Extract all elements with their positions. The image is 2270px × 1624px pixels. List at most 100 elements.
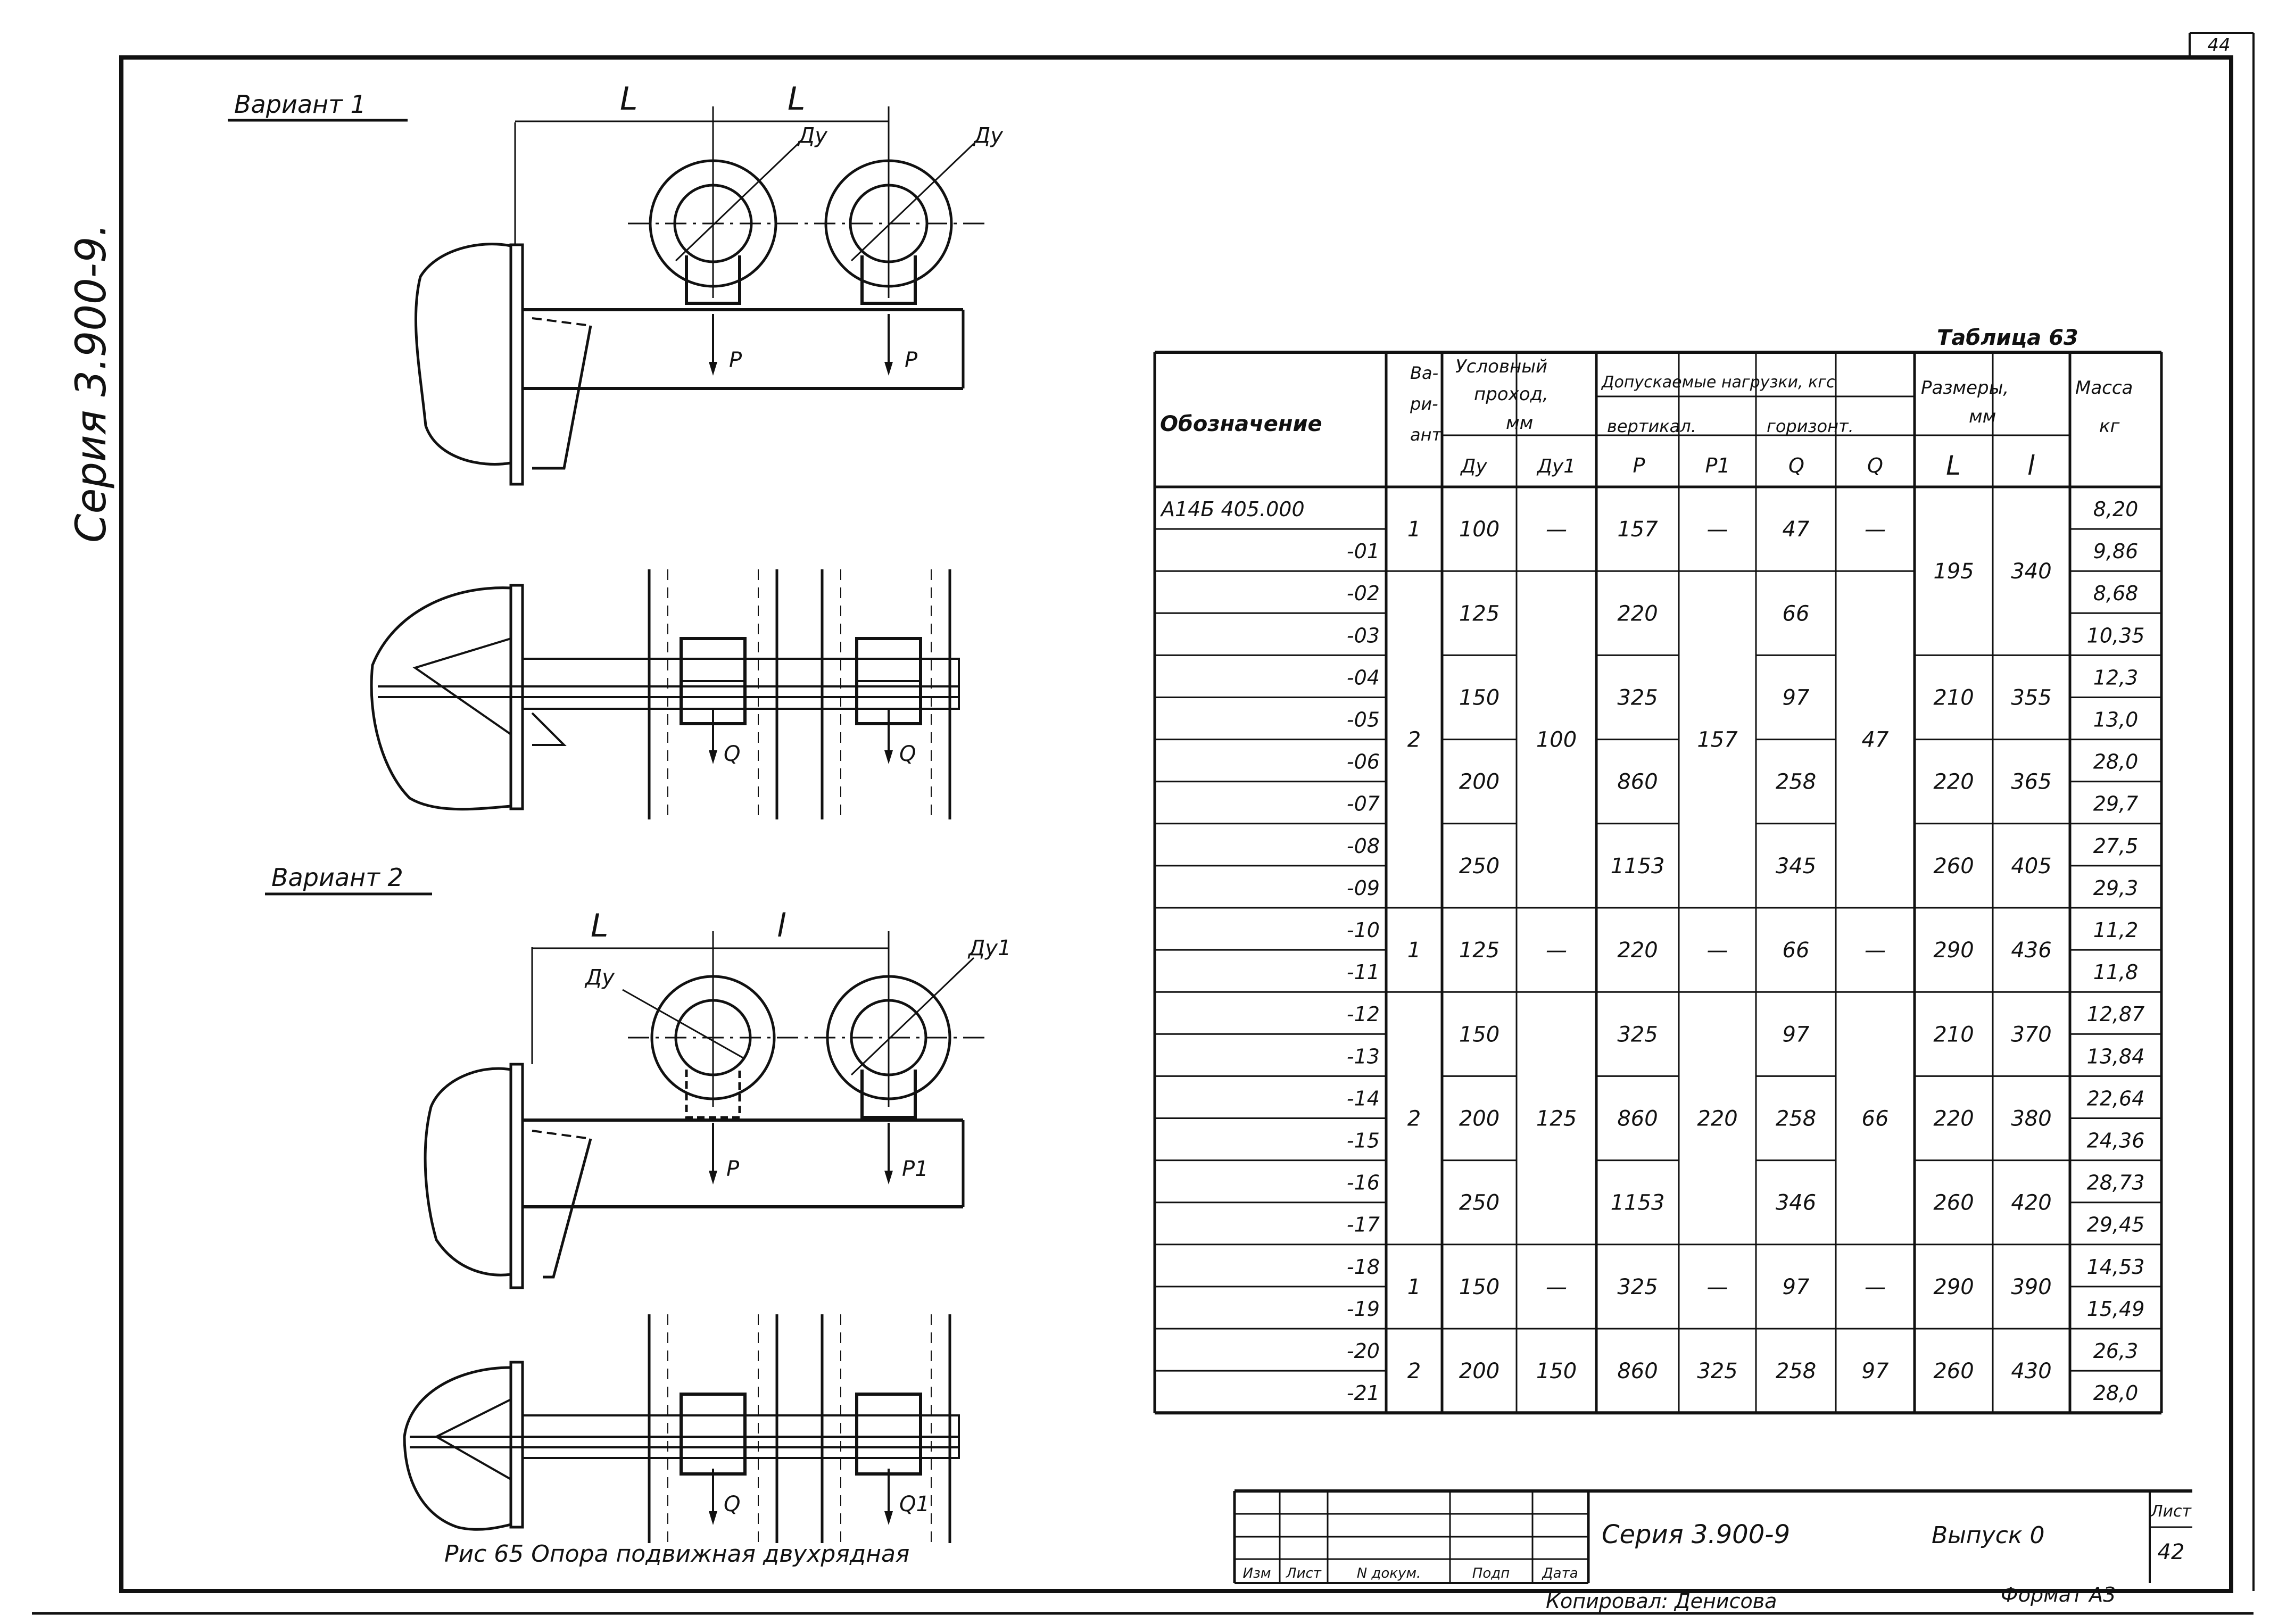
mass-cell: 29,7 (2093, 792, 2139, 816)
du-cell: 150 (1459, 686, 1499, 710)
p1-cell: — (1707, 517, 1728, 542)
title-col-izm: Изм (1243, 1565, 1271, 1581)
p-cell: 1153 (1611, 1191, 1665, 1215)
L-cell: 290 (1933, 938, 1974, 963)
header-variant-2: ри- (1410, 394, 1438, 414)
mass-cell: 28,73 (2087, 1171, 2145, 1195)
mass-cell: 14,53 (2087, 1255, 2145, 1279)
L-cell: 260 (1933, 1359, 1974, 1383)
du1-cell: — (1546, 938, 1567, 963)
q-cell: 345 (1776, 854, 1816, 879)
mass-cell: 22,64 (2087, 1087, 2145, 1110)
q-cell: 97 (1783, 1022, 1810, 1047)
mass-cell: 8,20 (2093, 498, 2139, 521)
du1-cell: 150 (1536, 1359, 1577, 1383)
variant1-elevation (414, 106, 984, 486)
variant-cell: 2 (1407, 1359, 1421, 1383)
header-loads: Допускаемые нагрузки, кгс (1601, 373, 1835, 392)
p-cell: 860 (1617, 770, 1658, 794)
header-mass-2: кг (2099, 416, 2120, 437)
mass-cell: 29,45 (2087, 1213, 2145, 1237)
designation-cell: -18 (1347, 1255, 1380, 1279)
variant-cell: 1 (1407, 938, 1421, 963)
q-cell: 258 (1776, 1107, 1816, 1131)
designation-cell: -17 (1347, 1213, 1380, 1237)
designation-cell: -16 (1347, 1171, 1380, 1195)
L-cell: 220 (1933, 770, 1974, 794)
L-cell: 220 (1933, 1107, 1974, 1131)
mass-cell: 24,36 (2087, 1129, 2145, 1153)
q-cell: 258 (1776, 770, 1816, 794)
mass-cell: 12,3 (2093, 666, 2139, 689)
designation-cell: -09 (1347, 876, 1380, 900)
variant-cell: 2 (1407, 728, 1421, 752)
page-number: 44 (2207, 35, 2230, 56)
title-col-sign: Подп (1472, 1565, 1510, 1581)
q-cell: 97 (1783, 686, 1810, 710)
header-variant-3: ант (1410, 425, 1443, 445)
du-cell: 200 (1459, 770, 1499, 794)
designation-cell: -10 (1347, 918, 1380, 942)
designation-cell: -20 (1347, 1339, 1380, 1363)
designation-cell: -19 (1347, 1297, 1380, 1321)
designation-cell: -06 (1347, 750, 1380, 774)
p1-cell: 325 (1697, 1359, 1737, 1383)
variant-cell: 1 (1407, 517, 1421, 542)
designation-cell: -01 (1347, 540, 1380, 563)
designation-cell: -14 (1347, 1087, 1380, 1110)
L-cell: 260 (1933, 1191, 1974, 1215)
l-cell: 380 (2011, 1107, 2051, 1131)
l-cell: 355 (2011, 686, 2051, 710)
p-cell: 860 (1617, 1107, 1658, 1131)
v2-hload-q: Q (724, 1492, 740, 1517)
header-L: L (1946, 450, 1961, 481)
title-col-date: Дата (1542, 1565, 1578, 1581)
variant1-plan (370, 569, 960, 819)
mass-cell: 10,35 (2087, 624, 2145, 647)
v1-hload-q2: Q (899, 742, 916, 766)
series-side-label: Серия 3.900-9. (68, 223, 115, 543)
designation-cell: -13 (1347, 1045, 1380, 1068)
du1-cell: — (1546, 517, 1567, 542)
designation-cell: -03 (1347, 624, 1380, 647)
header-bore-1: Условный (1455, 356, 1547, 377)
header-horizontal: горизонт. (1767, 416, 1854, 436)
du-cell: 200 (1459, 1359, 1499, 1383)
p-cell: 325 (1617, 686, 1658, 710)
q-cell: 47 (1783, 517, 1810, 542)
v2-hload-q1: Q1 (899, 1492, 930, 1517)
q1-cell: — (1865, 938, 1886, 963)
header-q1: Q (1867, 454, 1883, 477)
du1-cell: 125 (1536, 1107, 1577, 1131)
designation-cell: -21 (1347, 1381, 1380, 1405)
v2-load-p: P (726, 1157, 740, 1181)
L-cell: 290 (1933, 1275, 1974, 1299)
header-du: Ду (1460, 455, 1487, 477)
v1-dim-L: L (620, 80, 637, 118)
q-cell: 346 (1776, 1191, 1816, 1215)
variant2-elevation (424, 931, 984, 1289)
header-p: P (1633, 454, 1645, 477)
L-cell: 210 (1933, 686, 1974, 710)
mass-cell: 15,49 (2087, 1297, 2145, 1321)
l-cell: 436 (2011, 938, 2051, 963)
header-mass-1: Масса (2075, 377, 2133, 399)
q-cell: 258 (1776, 1359, 1816, 1383)
du-cell: 150 (1459, 1275, 1499, 1299)
header-l: l (2027, 450, 2035, 481)
v1-pipe2-label: Ду (973, 123, 1004, 148)
title-sheet-label: Лист (2150, 1502, 2192, 1521)
variant2-plan (403, 1314, 960, 1543)
header-q: Q (1788, 454, 1804, 477)
p-cell: 325 (1617, 1275, 1658, 1299)
variant-cell: 1 (1407, 1275, 1421, 1299)
l-cell: 405 (2011, 854, 2051, 879)
l-cell: 340 (2011, 559, 2051, 584)
title-col-doc: N докум. (1357, 1565, 1421, 1581)
header-p1: P1 (1705, 454, 1730, 477)
title-copied-by: Копировал: Денисова (1546, 1589, 1777, 1613)
title-col-list: Лист (1286, 1565, 1322, 1581)
mass-cell: 12,87 (2087, 1002, 2145, 1026)
mass-cell: 9,86 (2093, 540, 2139, 563)
